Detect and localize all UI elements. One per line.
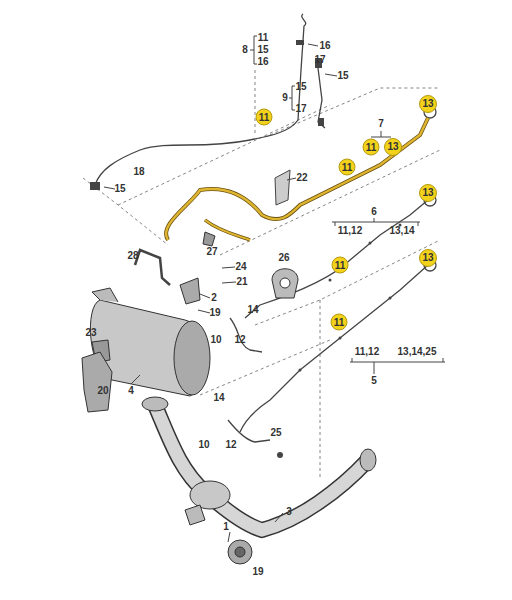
callout-number: 8 [241,44,249,56]
callout-number: 11 [342,162,353,172]
callout-number: 14 [212,392,225,404]
callout-number: 11 [257,32,270,44]
highlight-callout: 13 [384,138,402,156]
callout-number: 12 [224,439,237,451]
callout-number: 18 [132,166,145,178]
callout-number: 11 [366,142,377,152]
callout-number: 13,14,25 [397,346,438,358]
callout-number: 7 [377,118,385,130]
callout-number: 12 [233,334,246,346]
callout-number: 11 [259,112,270,122]
callout-number: 9 [281,92,289,104]
highlight-callout: 13 [419,184,437,202]
callout-number: 24 [234,261,247,273]
callout-number: 11,12 [354,346,380,358]
highlight-callout: 11 [332,257,349,274]
callout-number: 13 [422,99,433,109]
callout-number: 16 [318,40,331,52]
callout-number: 27 [205,246,218,258]
callout-number: 16 [256,56,269,68]
callout-number: 14 [246,304,259,316]
callout-number: 13 [422,188,433,198]
callout-number: 17 [313,54,326,66]
callout-number: 2 [210,292,218,304]
callout-number: 10 [197,439,210,451]
callout-number: 26 [277,252,290,264]
callout-number: 22 [295,172,308,184]
callout-number: 4 [127,385,135,397]
callout-number: 13 [422,253,433,263]
callout-number: 10 [209,334,222,346]
callout-number: 11,12 [337,225,363,237]
callout-number: 28 [126,250,139,262]
callout-number: 15 [336,70,349,82]
highlight-callout: 11 [256,109,273,126]
callout-number: 15 [113,183,126,195]
highlight-callout: 13 [419,249,437,267]
highlight-callout: 13 [419,95,437,113]
callout-number: 20 [96,385,109,397]
callout-number: 17 [294,103,307,115]
highlight-callout: 11 [331,314,348,331]
callout-number: 25 [269,427,282,439]
callout-number: 11 [335,260,346,270]
callout-number: 19 [208,307,221,319]
callout-number: 5 [370,375,378,387]
callout-number: 1 [222,521,230,533]
highlight-callout: 11 [339,159,356,176]
callout-number: 21 [235,276,248,288]
callout-number: 6 [370,206,378,218]
highlight-callout: 11 [363,139,380,156]
callout-number: 15 [256,44,269,56]
callout-number: 19 [251,566,264,578]
callout-number: 3 [285,506,293,518]
callout-number: 23 [84,327,97,339]
callout-number: 13,14 [388,225,415,237]
callout-number: 11 [334,317,345,327]
callout-number: 15 [294,81,307,93]
callout-number: 13 [387,142,398,152]
